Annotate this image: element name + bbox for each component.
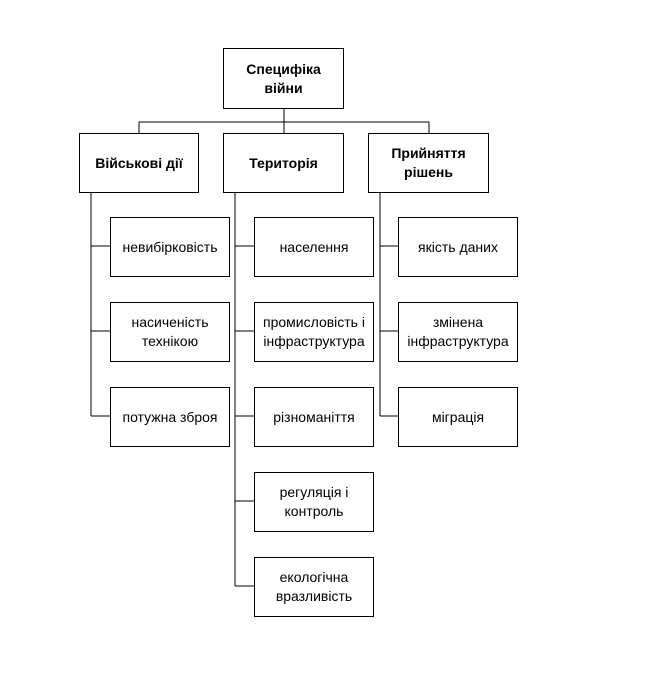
item-industry-infrastructure: промисловість і інфраструктура [254,302,374,362]
root-node: Специфіка війни [223,48,344,109]
category-military-actions: Військові дії [79,133,199,193]
item-ecological-vulnerability: екологічна вразливість [254,557,374,617]
category-territory: Територія [223,133,344,193]
item-changed-infrastructure: змінена інфраструктура [398,302,518,362]
item-data-quality: якість даних [398,217,518,277]
item-indiscriminateness: невибірковість [110,217,230,277]
item-powerful-weapons: потужна зброя [110,387,230,447]
item-migration: міграція [398,387,518,447]
item-diversity: різноманіття [254,387,374,447]
item-equipment-saturation: насиченість технікою [110,302,230,362]
item-population: населення [254,217,374,277]
item-regulation-control: регуляція і контроль [254,472,374,532]
category-decision-making: Прийняття рішень [368,133,489,193]
